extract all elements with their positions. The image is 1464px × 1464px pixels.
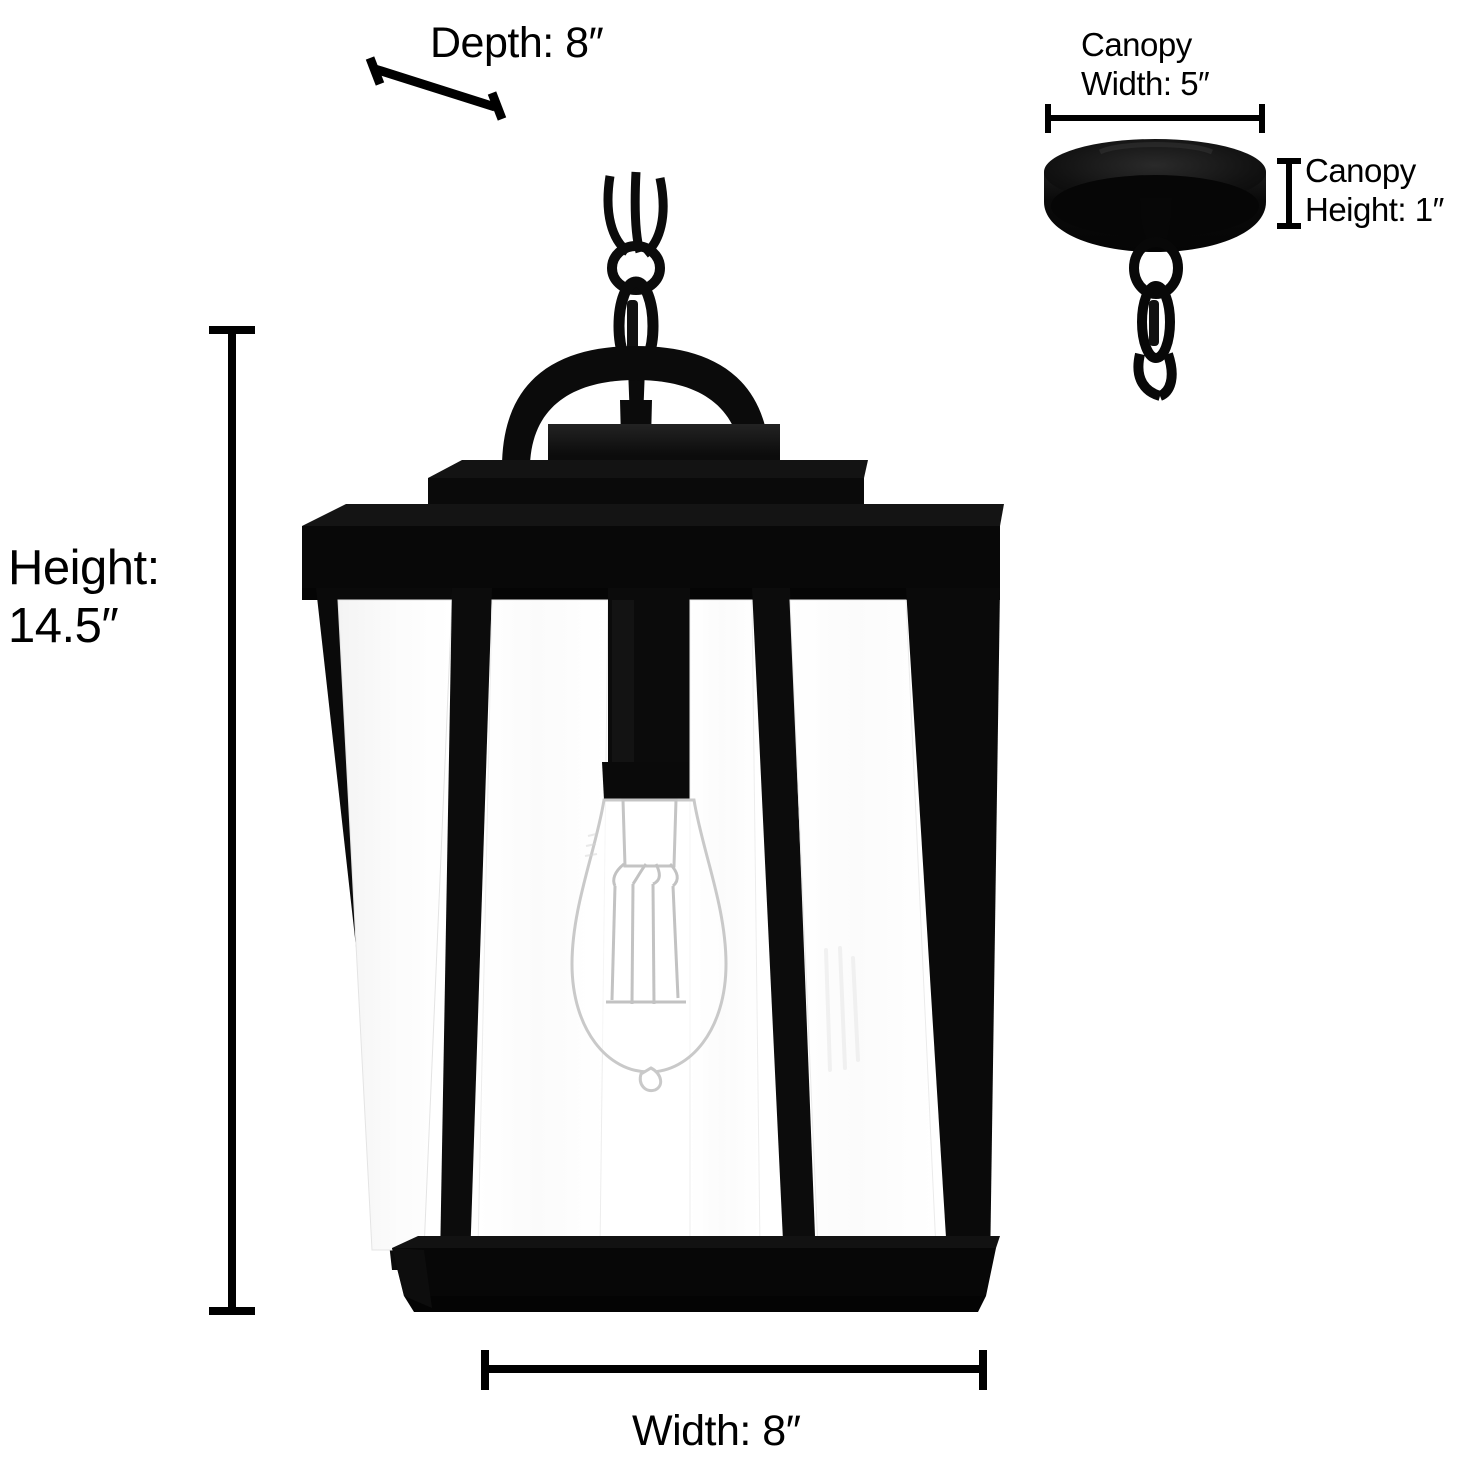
canopy-height-dimension-line: [1277, 158, 1301, 229]
bottom-rail-bevel: [392, 1236, 1000, 1248]
height-dimension-line: [209, 326, 255, 1315]
width-label: Width: 8″: [632, 1407, 801, 1455]
bottom-rail-base: [404, 1296, 986, 1312]
lantern-fixture: [302, 171, 1004, 1312]
bulb-stem: [621, 798, 678, 868]
bottom-rail-left-corner: [392, 1248, 432, 1308]
canopy-width-label: Canopy Width: 5″: [1081, 26, 1210, 102]
cap-tier-lower-bevel: [302, 504, 1004, 526]
frame-post-far-right: [906, 588, 1000, 1270]
cap-tier-lower: [302, 526, 1000, 588]
canopy-chain-highlight: [1149, 300, 1159, 346]
bottom-rail-front: [392, 1248, 996, 1296]
glass-panel-left: [337, 599, 453, 1251]
canopy-width-dimension-line: [1045, 104, 1265, 133]
cap-tier-middle-bevel: [428, 460, 868, 478]
frame-post-right: [752, 588, 816, 1262]
lamp-socket: [602, 762, 696, 800]
bulb-filaments: [606, 862, 686, 1005]
width-dimension-line: [481, 1350, 987, 1390]
canopy-chain: [1129, 237, 1183, 401]
canopy-height-label: Canopy Height: 1″: [1305, 152, 1444, 228]
canopy-hook-base: [1140, 198, 1172, 242]
frame-post-left: [440, 588, 492, 1262]
bulb-tip: [638, 1066, 663, 1093]
depth-dimension-line: [365, 56, 507, 121]
canopy-sheen: [1098, 142, 1214, 155]
depth-label: Depth: 8″: [430, 19, 604, 67]
chain-link-highlight: [627, 300, 638, 352]
socket-stem-highlight: [612, 600, 634, 775]
bulb-highlight: [584, 833, 598, 857]
lantern-handle-arch: [502, 346, 770, 480]
canopy-detail: [1044, 139, 1266, 401]
bulb-glass: [570, 798, 728, 1074]
edison-bulb: [570, 798, 728, 1093]
glass-reflection-right: [824, 946, 860, 1072]
height-label: Height: 14.5″: [8, 541, 160, 653]
